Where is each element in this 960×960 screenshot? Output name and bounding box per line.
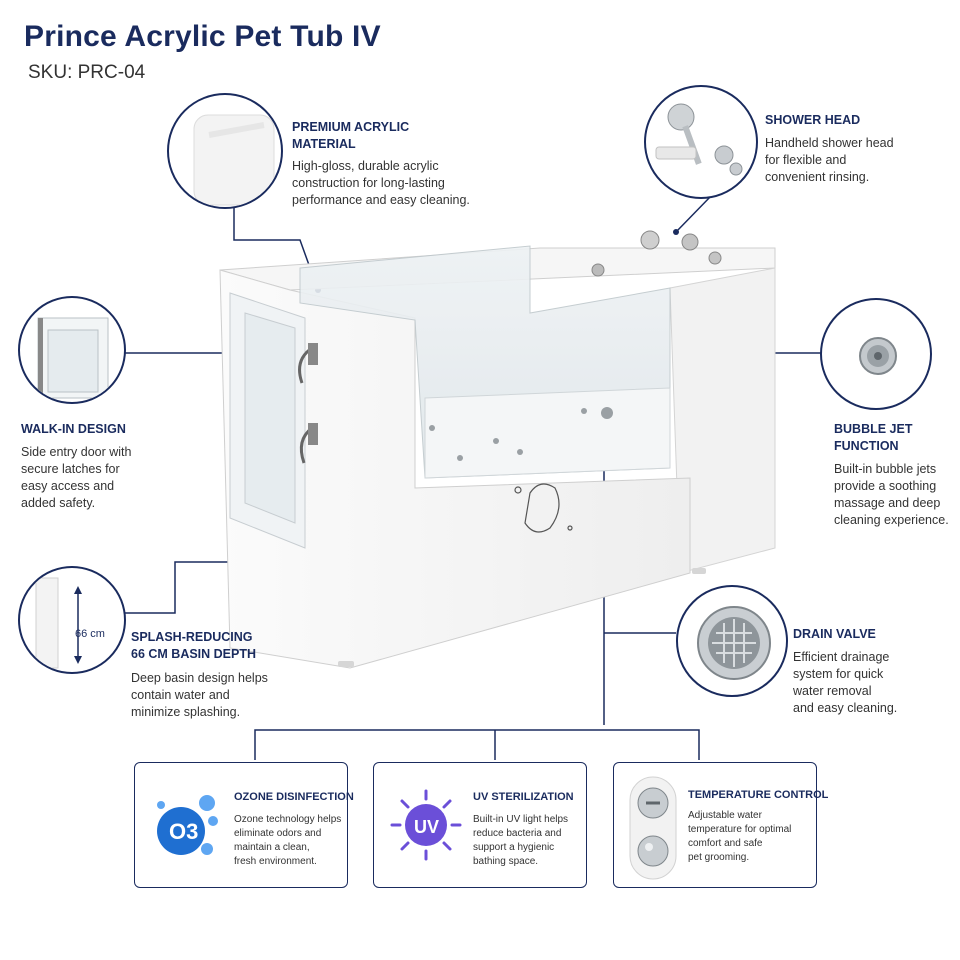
drain-valve-desc: Efficient drainage system for quick wate… bbox=[793, 650, 898, 715]
bubble-jet-circle bbox=[820, 298, 932, 410]
ozone-icon-text: O3 bbox=[169, 819, 198, 844]
basin-depth-circle: 66 cm bbox=[18, 566, 126, 674]
shower-head-desc: Handheld shower head for flexible and co… bbox=[765, 136, 894, 184]
walk-in-title: WALK-IN DESIGN bbox=[21, 422, 126, 436]
drain-valve-title: DRAIN VALVE bbox=[793, 627, 876, 641]
bubble-jet-icon bbox=[859, 337, 897, 375]
bubble-jet-title: BUBBLE JET FUNCTION bbox=[834, 422, 913, 453]
premium-acrylic-title: PREMIUM ACRYLIC MATERIAL bbox=[292, 120, 410, 151]
shower-head-icon bbox=[655, 103, 743, 176]
temperature-card: TEMPERATURE CONTROL Adjustable water tem… bbox=[613, 762, 828, 888]
ozone-title: OZONE DISINFECTION bbox=[234, 791, 354, 803]
pet-tub-illustration bbox=[219, 230, 776, 669]
product-title: Prince Acrylic Pet Tub IV bbox=[24, 20, 381, 53]
basin-depth-desc: Deep basin design helps contain water an… bbox=[131, 671, 268, 719]
basin-depth-dimension: 66 cm bbox=[75, 628, 105, 640]
uv-desc: Built-in UV light helps reduce bacteria … bbox=[473, 814, 569, 867]
drain-valve-circle bbox=[676, 585, 788, 697]
ozone-desc: Ozone technology helps eliminate odors a… bbox=[234, 814, 342, 867]
temperature-desc: Adjustable water temperature for optimal… bbox=[688, 810, 792, 863]
uv-icon-text: UV bbox=[414, 817, 439, 837]
uv-icon: UV bbox=[390, 789, 462, 861]
product-sku: SKU: PRC-04 bbox=[28, 62, 146, 83]
temperature-knob-icon bbox=[629, 776, 677, 880]
ozone-card: O3 OZONE DISINFECTION Ozone technology h… bbox=[134, 762, 354, 888]
temperature-title: TEMPERATURE CONTROL bbox=[688, 789, 829, 801]
bubble-jet-desc: Built-in bubble jets provide a soothing … bbox=[834, 462, 949, 527]
drain-valve-icon bbox=[697, 606, 771, 680]
basin-depth-title: SPLASH-REDUCING 66 CM BASIN DEPTH bbox=[131, 630, 257, 661]
uv-title: UV STERILIZATION bbox=[473, 791, 574, 803]
uv-card: UV UV STERILIZATION Built-in UV light he… bbox=[373, 762, 587, 888]
walk-in-circle bbox=[18, 296, 126, 404]
shower-head-circle bbox=[644, 85, 758, 199]
walk-in-desc: Side entry door with secure latches for … bbox=[21, 445, 132, 510]
shower-head-title: SHOWER HEAD bbox=[765, 113, 861, 127]
ozone-icon: O3 bbox=[157, 795, 218, 855]
premium-acrylic-desc: High-gloss, durable acrylic construction… bbox=[292, 159, 470, 207]
premium-acrylic-circle bbox=[167, 93, 283, 209]
